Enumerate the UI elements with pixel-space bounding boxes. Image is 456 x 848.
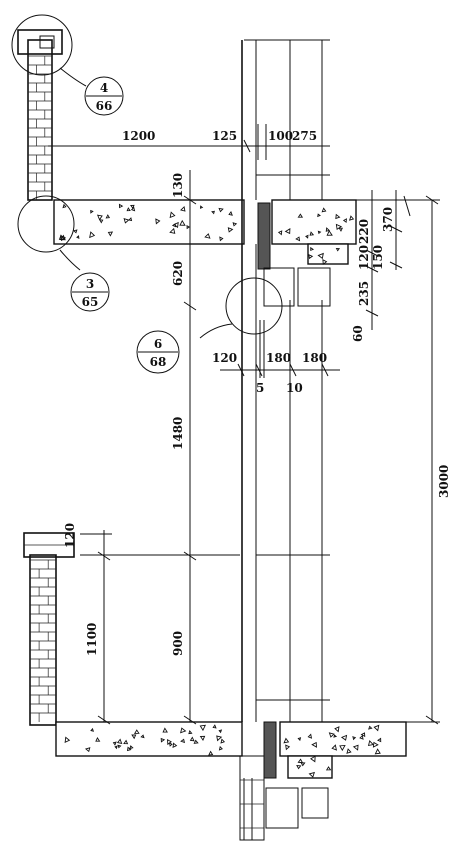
callout-detail-number: 6 [154, 337, 162, 351]
callout-sheet-number: 65 [82, 295, 99, 309]
dimension-texts: 1200 125 100 275 130 620 1480 900 1100 1… [63, 129, 451, 656]
dim-130: 130 [171, 173, 185, 198]
insulation-strips [257, 202, 277, 779]
dim-100: 100 [268, 129, 293, 143]
dim-1100: 1100 [85, 623, 99, 656]
dim-235: 235 [357, 281, 371, 306]
dim-180-b: 180 [302, 351, 327, 365]
dim-3000: 3000 [437, 465, 451, 498]
dim-5: 5 [256, 381, 264, 395]
dim-900: 900 [171, 631, 185, 656]
dim-220: 220 [357, 219, 371, 244]
detail-callout-4-66[interactable]: 4 66 [11, 14, 124, 116]
lower-hatched-lintels [265, 787, 329, 829]
callout-sheet-number: 66 [96, 99, 113, 113]
dim-120-right: 120 [357, 245, 371, 270]
dim-1200: 1200 [122, 129, 155, 143]
upper-brick-parapet [27, 39, 53, 201]
dimension-lines [48, 124, 440, 725]
dim-1480: 1480 [171, 417, 185, 450]
detail-callout-3-65[interactable]: 3 65 [17, 195, 110, 312]
detail-callout-6-68[interactable]: 6 68 [136, 277, 283, 374]
dim-180-a: 180 [266, 351, 291, 365]
dim-10: 10 [286, 381, 303, 395]
lower-coping [23, 532, 75, 558]
callout-detail-number: 4 [100, 81, 108, 95]
dim-125: 125 [212, 129, 237, 143]
upper-floor-slab [53, 199, 357, 266]
dim-120-lower: 120 [212, 351, 237, 365]
vertical-wall-lines [241, 39, 330, 840]
lower-floor-slab [55, 721, 407, 779]
dim-120-left: 120 [63, 523, 77, 548]
lower-brick-parapet [29, 554, 57, 726]
callout-detail-number: 3 [86, 277, 94, 291]
dim-275: 275 [292, 129, 317, 143]
dim-60: 60 [351, 325, 365, 342]
callout-sheet-number: 68 [150, 355, 167, 369]
lower-brick-base [239, 755, 265, 841]
dim-150: 150 [371, 245, 385, 270]
upper-coping [17, 29, 63, 55]
upper-hatched-lintels [263, 267, 331, 307]
dim-620: 620 [171, 261, 185, 286]
dim-370: 370 [381, 207, 395, 232]
